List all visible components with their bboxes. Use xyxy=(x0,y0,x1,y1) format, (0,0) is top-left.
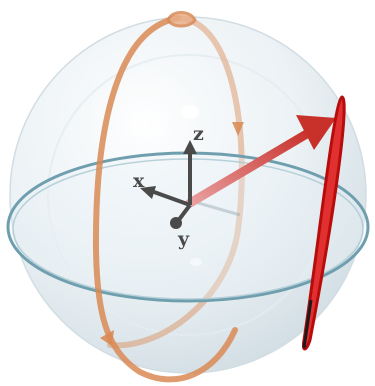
y-axis-tip xyxy=(170,217,182,229)
x-axis-head xyxy=(140,186,156,199)
z-axis-label: z xyxy=(193,123,204,145)
orange-ring-top-loop xyxy=(166,11,197,28)
red-ring-shadow-edge xyxy=(302,299,313,349)
orange-ring-arrowhead-bottom xyxy=(100,330,114,346)
red-ring xyxy=(302,95,346,351)
state-vector-head xyxy=(296,115,336,150)
x-axis xyxy=(153,190,191,207)
sphere-highlight xyxy=(181,105,199,119)
state-vector-shaft xyxy=(185,127,315,208)
orange-ring-front xyxy=(92,15,238,383)
y-axis-label: y xyxy=(177,228,190,250)
sphere-highlight-lower xyxy=(190,258,202,266)
orange-ring-arrowhead-right xyxy=(232,122,244,136)
y-axis xyxy=(176,203,192,223)
orange-ring-back xyxy=(107,15,245,349)
x-axis-label: x xyxy=(133,170,145,192)
z-axis-head xyxy=(183,140,197,154)
